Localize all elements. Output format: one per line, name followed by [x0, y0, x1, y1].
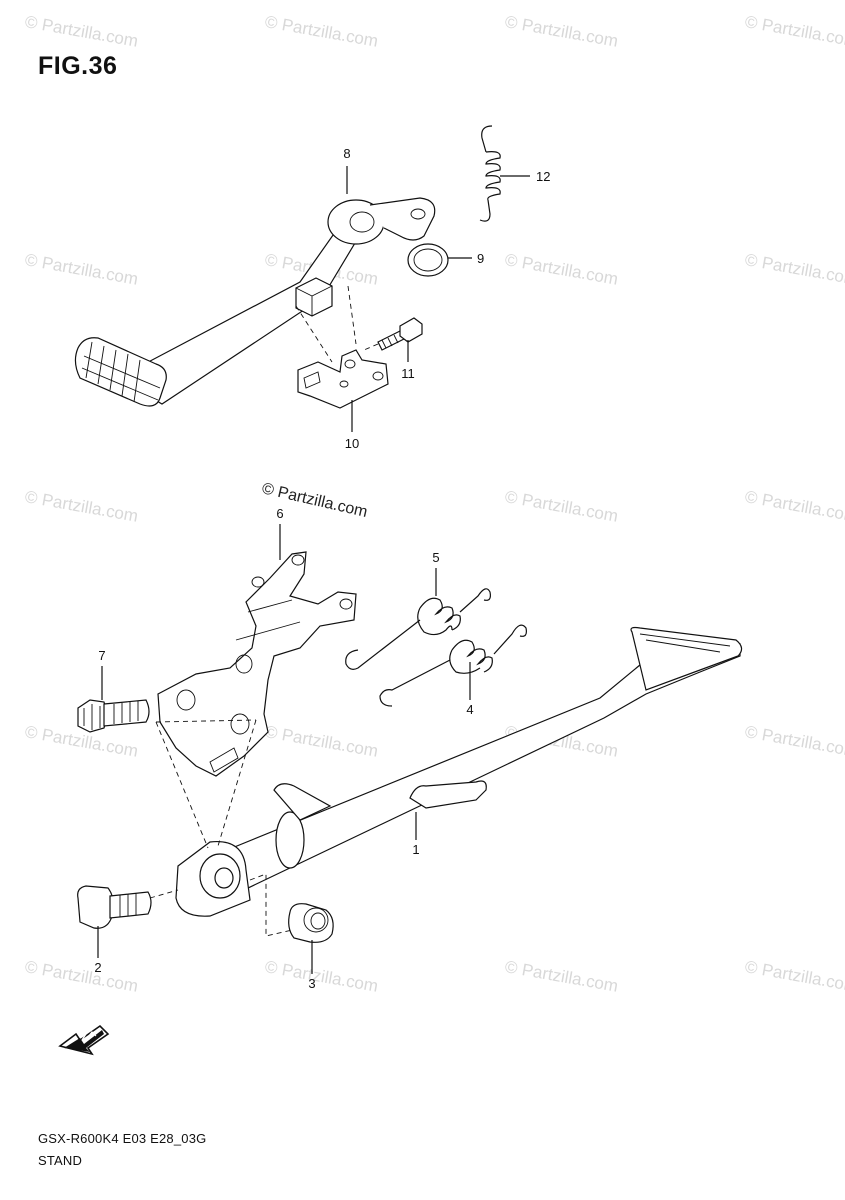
callout-spring-5: 5: [432, 550, 439, 565]
callout-bolt-11: 11: [401, 366, 415, 381]
forward-arrow-icon: [58, 1024, 110, 1056]
callout-pedal: 8: [343, 146, 350, 161]
bracket-bolt-part: [77, 699, 150, 733]
callout-nut-3: 3: [308, 976, 315, 991]
side-stand-part: [175, 626, 743, 917]
pedal-bracket-part: [297, 349, 389, 409]
bolt-part: [377, 317, 423, 351]
callout-stand: 1: [412, 842, 419, 857]
callout-bracket-6: 6: [276, 506, 283, 521]
stand-spring-lower-part: [379, 624, 527, 707]
callout-spring-12: 12: [536, 169, 550, 184]
callout-washer: 9: [477, 251, 484, 266]
nut-part: [288, 903, 334, 943]
spring-part: [479, 125, 501, 222]
callout-bolt-7: 7: [98, 648, 105, 663]
figure-title: FIG.36: [38, 52, 118, 80]
model-code: GSX-R600K4 E03 E28_03G: [38, 1131, 207, 1146]
stand-spring-upper-part: [345, 588, 491, 670]
washer-part: [407, 243, 449, 277]
pedal-bushing-block: [295, 277, 333, 317]
section-name: STAND: [38, 1153, 83, 1168]
stand-bracket-part: [157, 551, 357, 777]
callout-bolt-2: 2: [94, 960, 101, 975]
pedal-part: [74, 197, 436, 407]
pivot-bolt-part: [77, 885, 152, 929]
callout-bracket-10: 10: [345, 436, 359, 451]
callout-spring-4: 4: [466, 702, 473, 717]
